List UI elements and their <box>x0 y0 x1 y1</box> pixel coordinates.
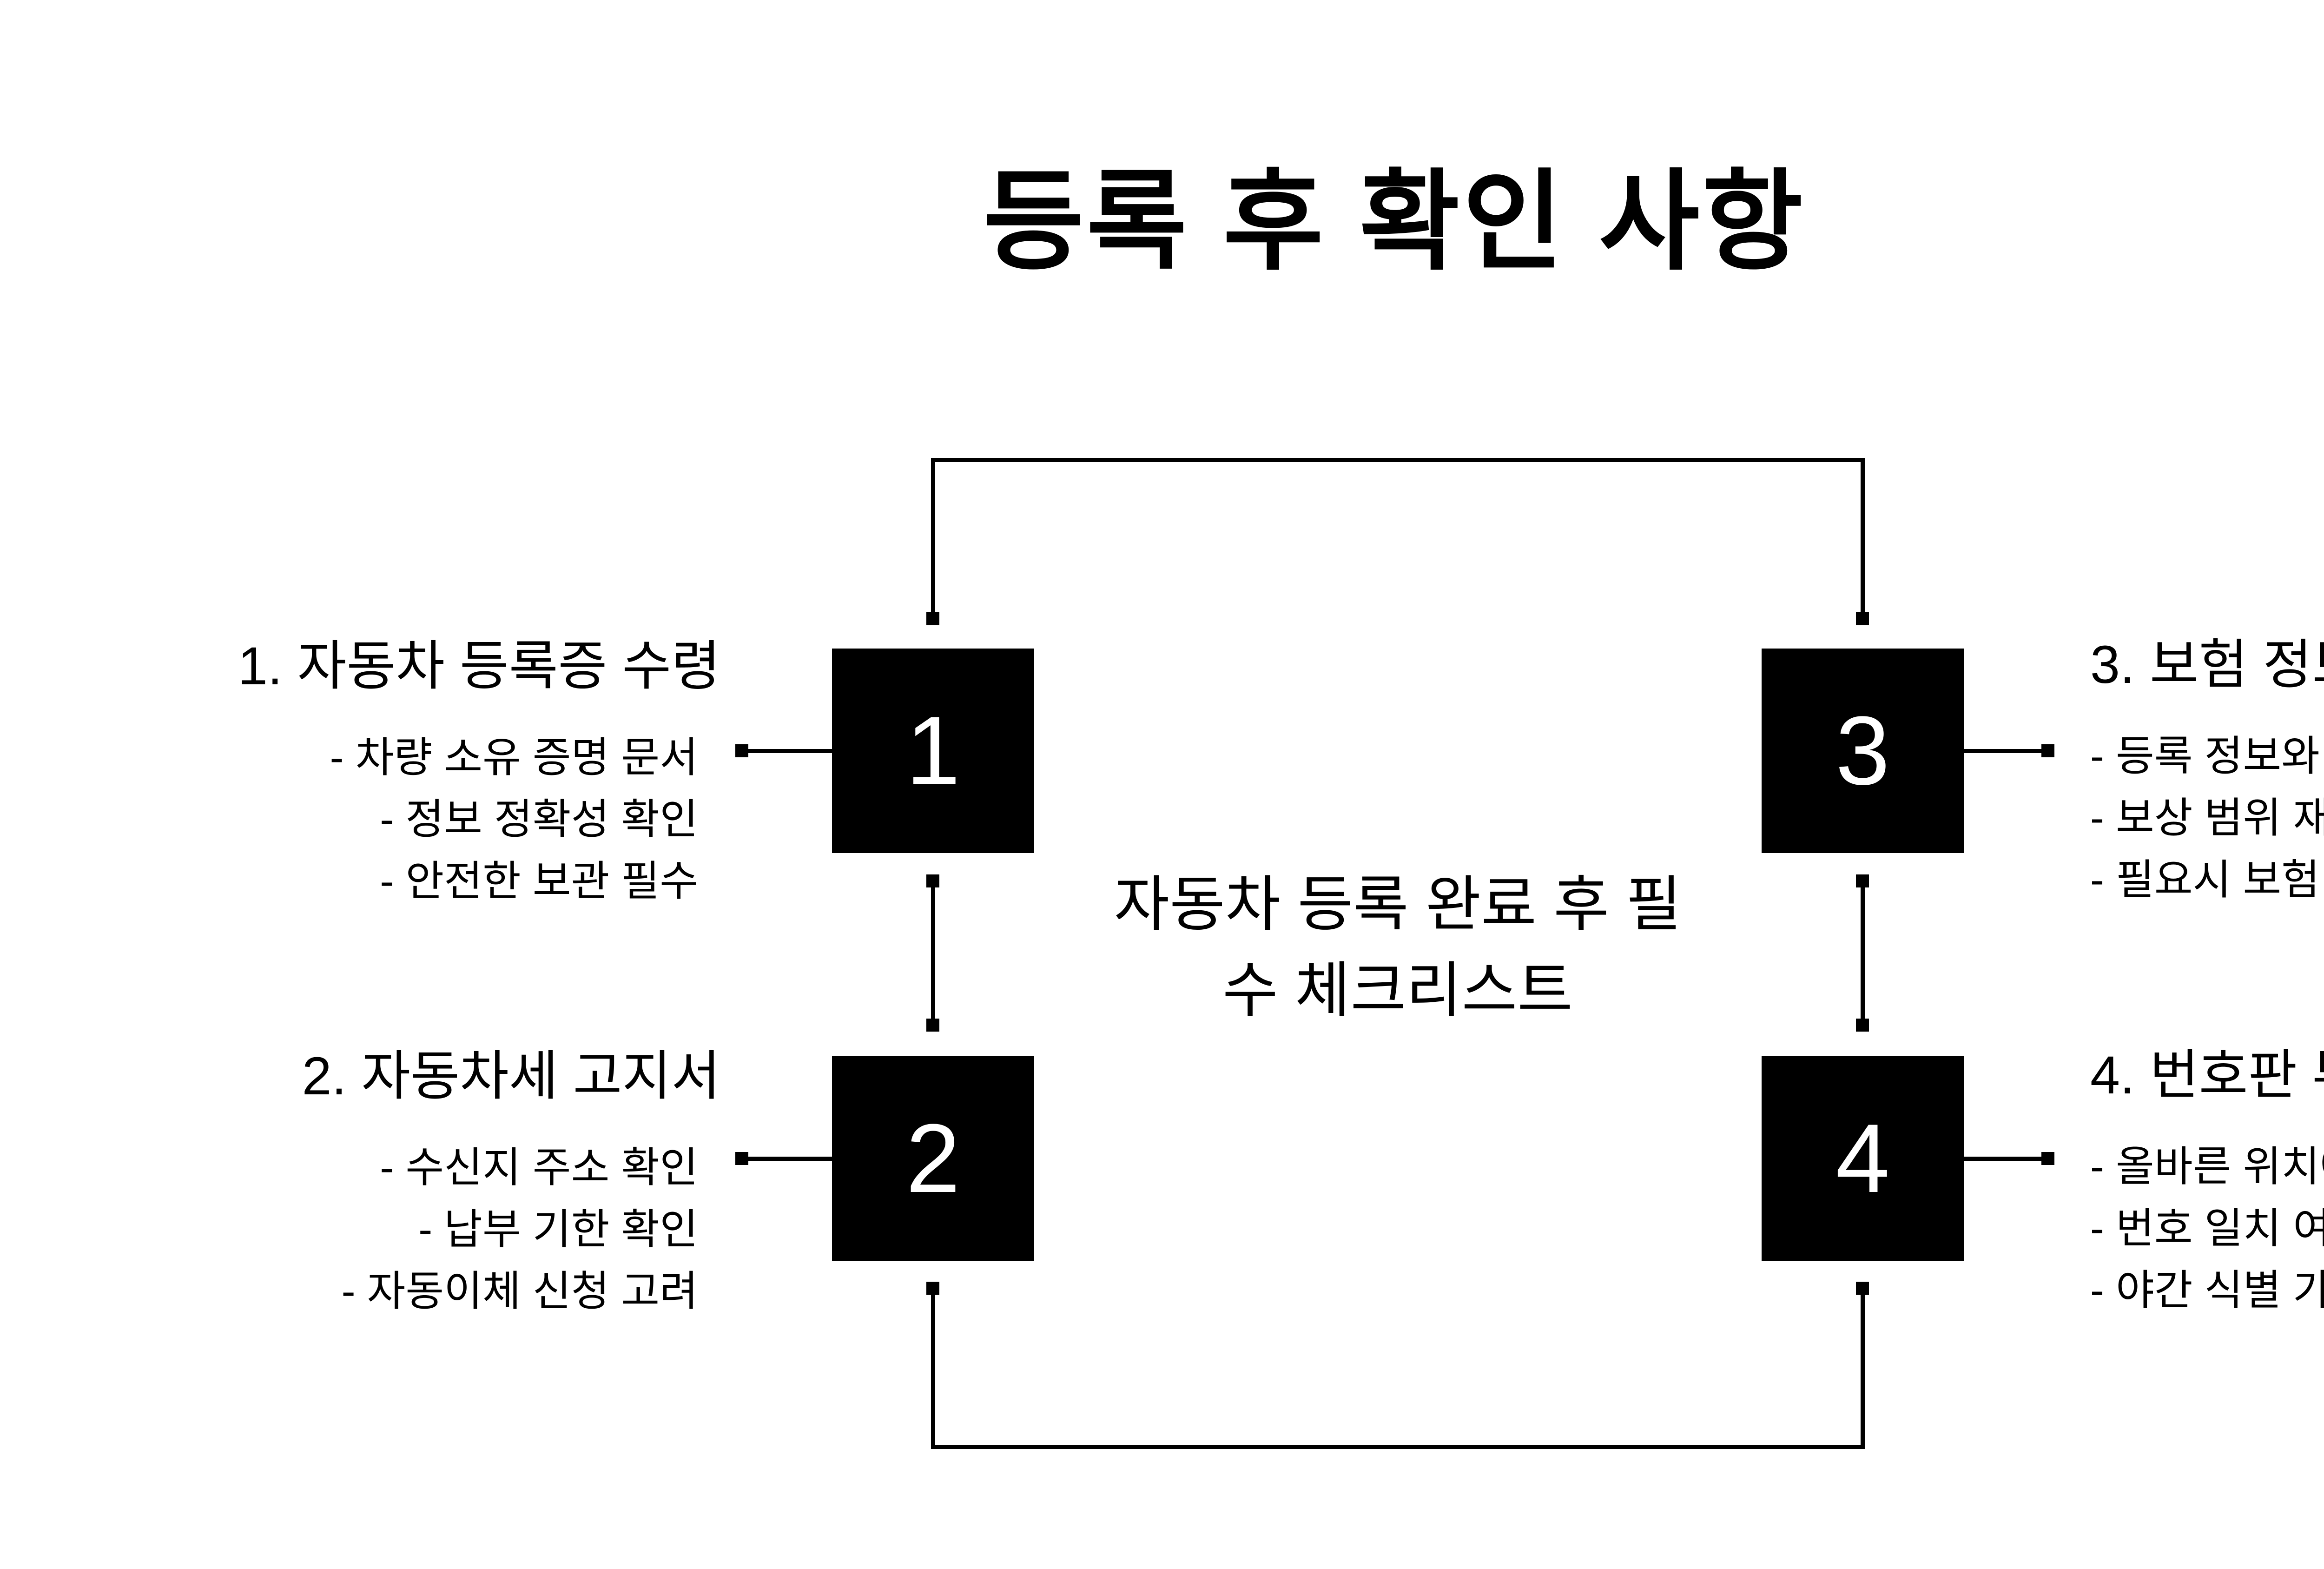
step-bullet: - 번호 일치 여부 확인 <box>2090 1205 2324 1252</box>
step-node-4: 4 <box>1762 1056 1964 1261</box>
step-1-bullets: - 차량 소유 증명 문서 - 정보 정확성 확인 - 안전한 보관 필수 <box>139 727 720 913</box>
square-arrowhead <box>1856 874 1869 887</box>
step-node-number: 2 <box>906 1104 960 1213</box>
page-title: 등록 후 확인 사항 <box>983 160 1806 283</box>
step-bullet: - 등록 정보와 일치 확인 <box>2090 733 2324 780</box>
step-2-heading: 2. 자동차세 고지서 <box>302 1046 720 1106</box>
step-node-number: 1 <box>906 696 960 805</box>
square-arrowhead <box>735 1152 748 1165</box>
square-arrowhead <box>1856 1282 1869 1295</box>
step-3-text: 3. 보험 정보 확인 - 등록 정보와 일치 확인 - 보상 범위 재확인 -… <box>2090 630 2324 911</box>
connector-bottom-right-vertical-line <box>1861 1288 1865 1449</box>
square-arrowhead <box>1856 1019 1869 1032</box>
step-bullet: - 납부 기한 확인 <box>418 1206 698 1253</box>
pointer-line <box>1964 749 2047 753</box>
connector-right-middle-vertical-line <box>1861 881 1865 1025</box>
square-arrowhead <box>2041 744 2054 757</box>
square-arrowhead <box>2041 1152 2054 1165</box>
step-bullet: - 보상 범위 재확인 <box>2090 795 2324 841</box>
square-arrowhead <box>926 874 939 887</box>
square-arrowhead <box>926 1019 939 1032</box>
step-node-1: 1 <box>832 649 1034 853</box>
step-1-heading: 1. 자동차 등록증 수령 <box>238 636 720 696</box>
connector-top-left-vertical-line <box>931 458 935 619</box>
connector-left-middle-vertical-line <box>931 881 935 1025</box>
step-node-2: 2 <box>832 1056 1034 1261</box>
pointer-line <box>747 1157 832 1161</box>
square-arrowhead <box>926 612 939 625</box>
center-caption: 자동차 등록 완료 후 필 수 체크리스트 <box>930 861 1866 1033</box>
step-3-bullets: - 등록 정보와 일치 확인 - 보상 범위 재확인 - 필요시 보험 조정 <box>2090 726 2324 911</box>
step-bullet: - 정보 정확성 확인 <box>380 796 698 843</box>
connector-bottom-left-vertical-line <box>931 1288 935 1449</box>
connector-top-horizontal-line <box>931 458 1865 462</box>
step-1-text: 1. 자동차 등록증 수령 - 차량 소유 증명 문서 - 정보 정확성 확인 … <box>139 631 720 913</box>
step-node-number: 3 <box>1835 696 1890 805</box>
square-arrowhead <box>926 1282 939 1295</box>
step-4-text: 4. 번호판 부착 확인 - 올바른 위치에 부착 - 번호 일치 여부 확인 … <box>2090 1040 2324 1322</box>
step-bullet: - 올바른 위치에 부착 <box>2090 1144 2324 1190</box>
step-bullet: - 야간 식별 가능 확인 <box>2090 1267 2324 1314</box>
step-2-text: 2. 자동차세 고지서 - 수신지 주소 확인 - 납부 기한 확인 - 자동이… <box>139 1041 720 1323</box>
center-caption-line-2: 수 체크리스트 <box>1222 956 1573 1024</box>
step-4-bullets: - 올바른 위치에 부착 - 번호 일치 여부 확인 - 야간 식별 가능 확인 <box>2090 1136 2324 1322</box>
step-3-heading: 3. 보험 정보 확인 <box>2090 635 2324 695</box>
step-bullet: - 자동이체 신청 고려 <box>341 1268 698 1315</box>
step-bullet: - 안전한 보관 필수 <box>380 858 698 905</box>
square-arrowhead <box>1856 612 1869 625</box>
step-2-bullets: - 수신지 주소 확인 - 납부 기한 확인 - 자동이체 신청 고려 <box>139 1137 720 1323</box>
connector-top-right-vertical-line <box>1861 458 1865 619</box>
step-bullet: - 차량 소유 증명 문서 <box>330 735 698 781</box>
square-arrowhead <box>735 744 748 757</box>
center-caption-line-1: 자동차 등록 완료 후 필 <box>1114 870 1682 938</box>
step-node-3: 3 <box>1762 649 1964 853</box>
pointer-line <box>747 749 832 753</box>
connector-bottom-horizontal-line <box>931 1445 1865 1449</box>
step-4-heading: 4. 번호판 부착 확인 <box>2090 1046 2324 1105</box>
step-bullet: - 필요시 보험 조정 <box>2090 857 2324 903</box>
pointer-line <box>1964 1157 2047 1161</box>
step-bullet: - 수신지 주소 확인 <box>380 1145 698 1191</box>
step-node-number: 4 <box>1835 1104 1890 1213</box>
